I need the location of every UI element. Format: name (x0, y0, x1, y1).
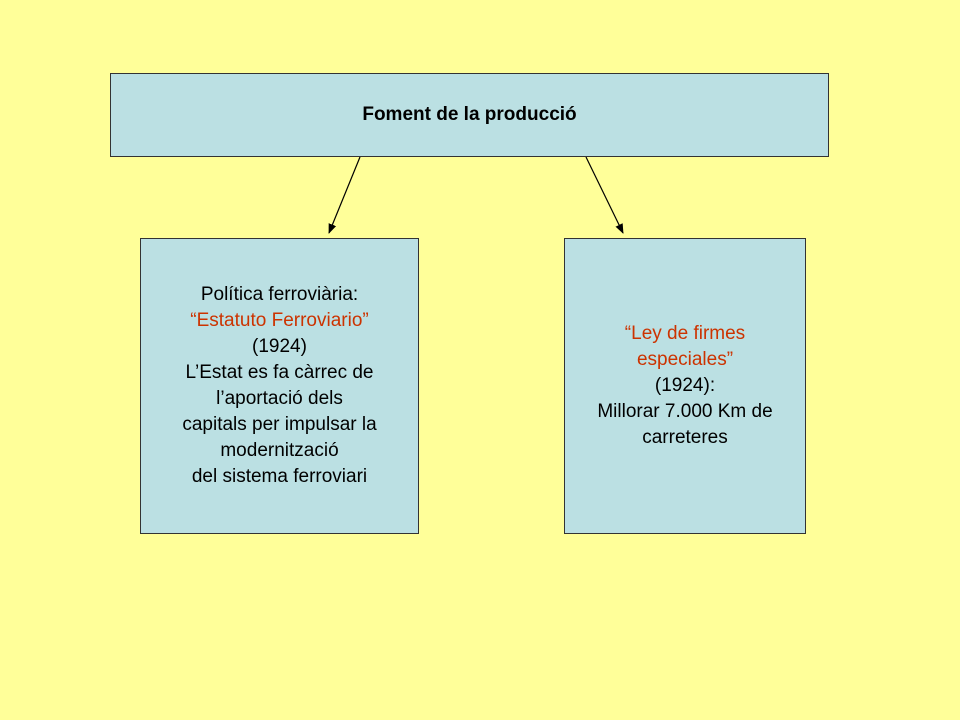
left-node-year: (1924) (252, 336, 307, 357)
left-node-line: l’aportació dels (216, 388, 343, 409)
left-node: Política ferroviària: “Estatuto Ferrovia… (140, 238, 419, 534)
quote-open: “ (624, 323, 632, 344)
quote-open: “ (190, 310, 197, 331)
right-node: “Ley de firmes especiales” (1924): Millo… (564, 238, 806, 534)
right-node-title: Ley de firmes (631, 323, 746, 344)
top-node: Foment de la producció (110, 73, 829, 157)
left-node-title-line: “Estatuto Ferroviario” (182, 308, 376, 334)
right-node-title-line: “Ley de firmes (597, 321, 772, 347)
right-node-title: especiales (636, 349, 727, 370)
quote-close: ” (362, 310, 369, 331)
left-node-line: capitals per impulsar la (182, 414, 377, 435)
right-node-line: Millorar 7.000 Km de (597, 401, 773, 422)
left-node-title: Estatuto Ferroviario (196, 310, 363, 331)
right-node-line: carreteres (642, 427, 728, 448)
left-node-line: L’Estat es fa càrrec de (185, 362, 374, 383)
left-node-line: Política ferroviària: (200, 284, 359, 305)
arrow-to-right-box (585, 156, 624, 234)
left-node-line: del sistema ferroviari (191, 466, 368, 487)
right-node-year: (1924): (654, 375, 716, 396)
right-node-title-line: especiales” (597, 347, 772, 373)
quote-close: ” (726, 349, 734, 370)
arrow-to-left-box (328, 156, 361, 234)
left-node-line: modernització (220, 440, 339, 461)
top-node-label: Foment de la producció (362, 104, 577, 125)
